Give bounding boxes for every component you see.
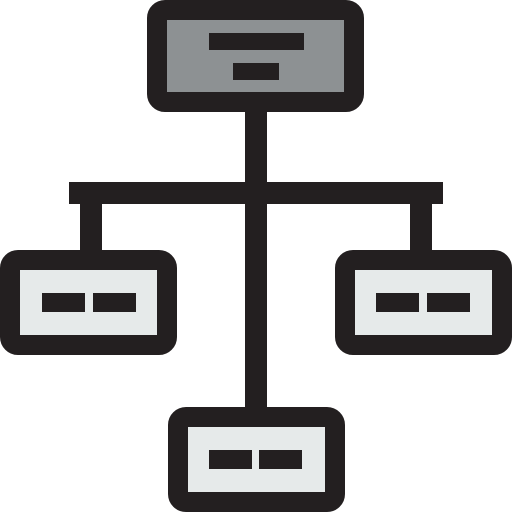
bottom-child-node-cell-2	[259, 450, 302, 469]
right-child-node-cell-1	[376, 293, 419, 312]
right-child-node-box	[335, 250, 512, 355]
left-child-node-cell-1	[42, 293, 85, 312]
bottom-child-node	[168, 407, 345, 512]
right-child-node	[335, 250, 512, 355]
root-node-line-bottom	[233, 63, 279, 80]
bottom-child-node-cell-1	[209, 450, 252, 469]
connectors	[69, 108, 443, 410]
right-child-node-cell-2	[427, 293, 470, 312]
bottom-child-node-box	[168, 407, 345, 512]
left-child-node	[0, 250, 177, 355]
root-node-box	[147, 0, 364, 112]
root-node	[147, 0, 364, 112]
left-child-node-cell-2	[93, 293, 136, 312]
root-node-line-top	[209, 33, 304, 50]
left-child-node-box	[0, 250, 177, 355]
